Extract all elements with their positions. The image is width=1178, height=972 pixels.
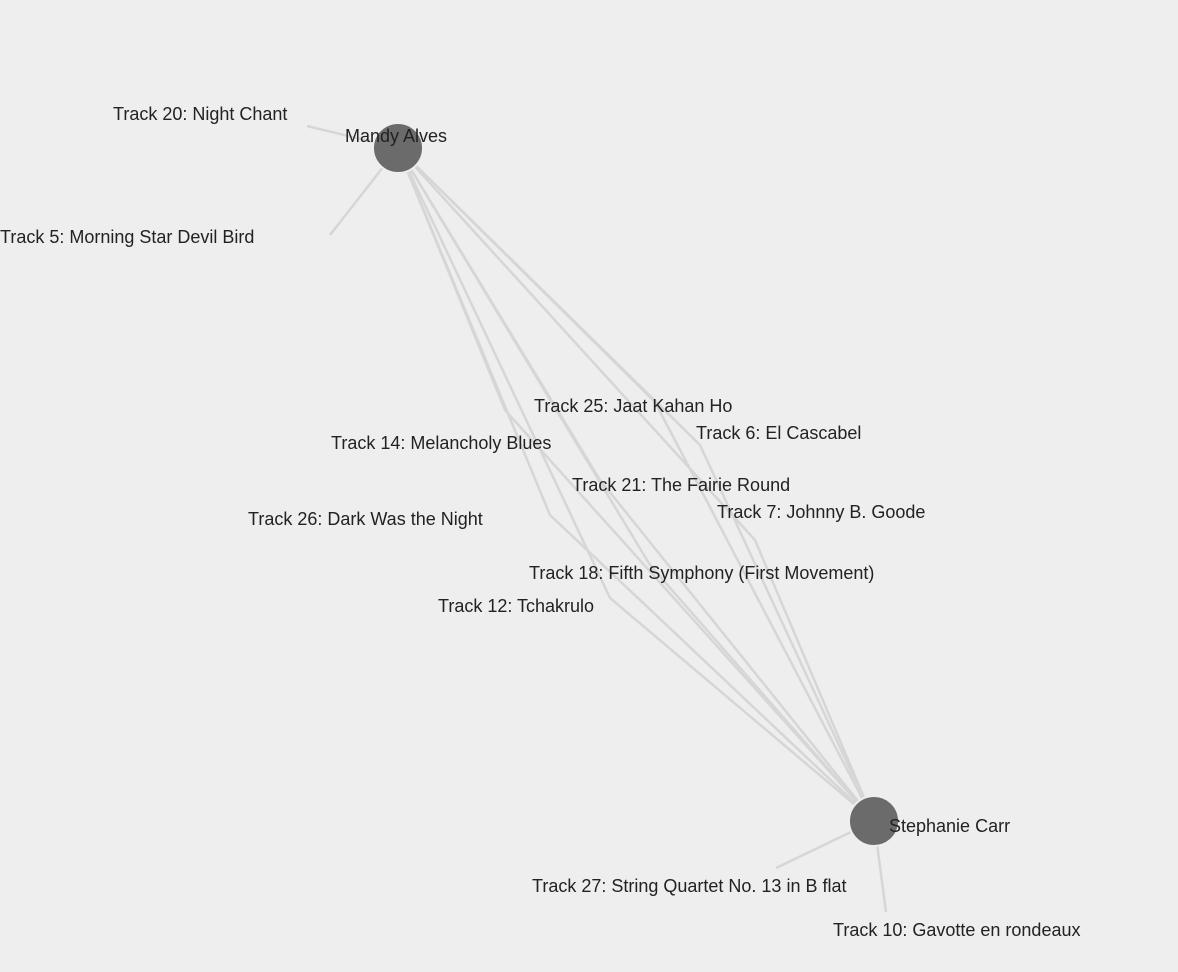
- track-label: Track 18: Fifth Symphony (First Movement…: [529, 563, 875, 583]
- track-label: Track 7: Johnny B. Goode: [717, 502, 926, 522]
- track-label: Track 6: El Cascabel: [696, 423, 862, 443]
- edge: [397, 147, 701, 446]
- edge: [698, 444, 876, 822]
- edge: [753, 539, 876, 822]
- track-label: Track 25: Jaat Kahan Ho: [534, 396, 733, 416]
- track-label: Track 20: Night Chant: [113, 104, 288, 124]
- track-label: Track 26: Dark Was the Night: [248, 509, 483, 529]
- track-label: Track 12: Tchakrulo: [438, 596, 595, 616]
- edge: [396, 147, 612, 599]
- track-label: Track 10: Gavotte en rondeaux: [833, 920, 1081, 940]
- track-label: Track 14: Melancholy Blues: [331, 433, 552, 453]
- edge: [397, 147, 756, 541]
- edge: [396, 147, 552, 516]
- person-node[interactable]: [848, 795, 900, 847]
- edge: [609, 597, 875, 822]
- track-label: Track 5: Morning Star Devil Bird: [0, 227, 255, 247]
- edge: [649, 564, 875, 822]
- edge: [599, 479, 875, 822]
- edge: [549, 514, 875, 822]
- person-label: Stephanie Carr: [889, 816, 1011, 836]
- edge: [396, 147, 652, 566]
- track-label: Track 27: String Quartet No. 13 in B fla…: [532, 876, 847, 896]
- track-label: Track 21: The Fairie Round: [572, 475, 791, 495]
- person-label: Mandy Alves: [345, 126, 448, 146]
- person-node[interactable]: [372, 122, 424, 174]
